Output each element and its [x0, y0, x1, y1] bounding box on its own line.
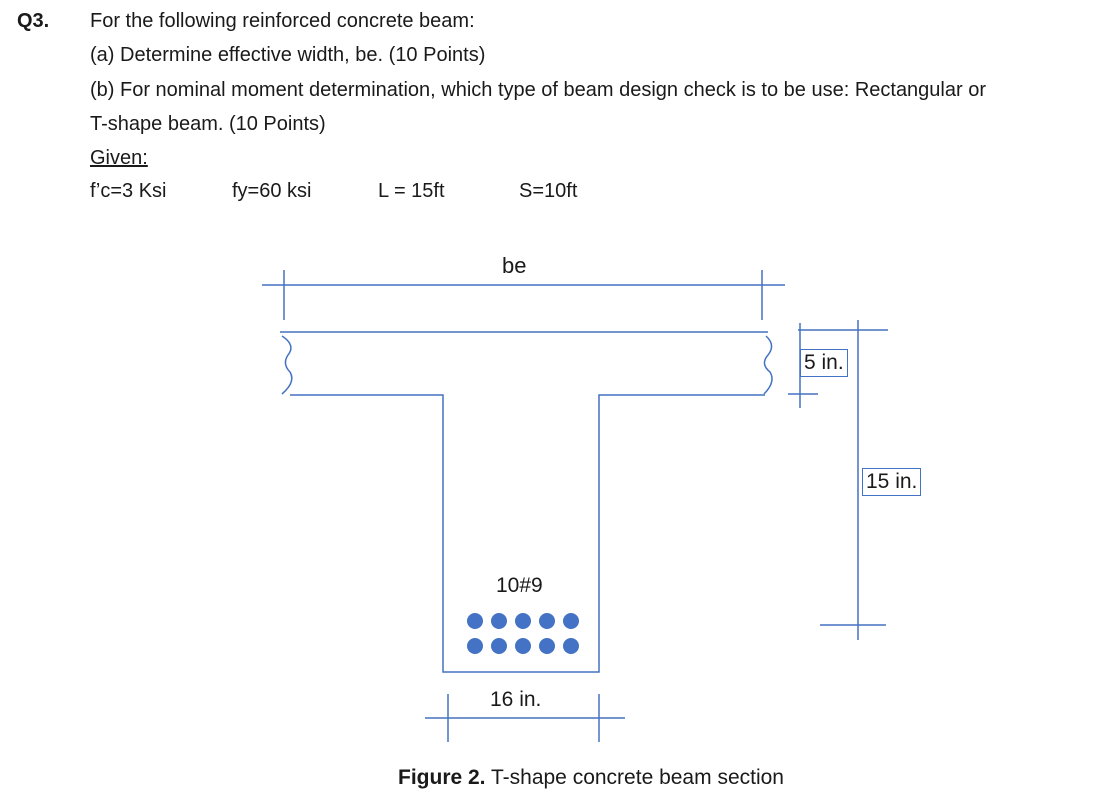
question-part-a: (a) Determine effective width, be. (10 P…: [90, 44, 486, 66]
rebar-group: [467, 613, 579, 654]
rebar-bar: [467, 613, 483, 629]
rebar-bar: [563, 613, 579, 629]
flange-depth-label: 5 in.: [800, 349, 848, 377]
be-label: be: [502, 253, 527, 278]
rebar-bar: [515, 638, 531, 654]
rebar-bar: [539, 638, 555, 654]
question-part-b-line2: T-shape beam. (10 Points): [90, 113, 326, 135]
rebar-bar: [467, 638, 483, 654]
question-number: Q3.: [17, 10, 50, 32]
given-length: L = 15ft: [378, 180, 445, 202]
web-width-label: 16 in.: [490, 688, 542, 711]
total-depth-label: 15 in.: [862, 468, 922, 496]
given-fy: fy=60 ksi: [232, 180, 312, 202]
rebar-bar: [491, 613, 507, 629]
figure-caption-text: T-shape concrete beam section: [485, 766, 784, 789]
question-part-b-line1: (b) For nominal moment determination, wh…: [90, 79, 986, 101]
web-outline: [290, 394, 765, 673]
figure-caption: Figure 2. T-shape concrete beam section: [398, 766, 784, 790]
break-mark-right: [763, 335, 773, 395]
figure-caption-label: Figure 2.: [398, 766, 486, 789]
rebar-bar: [491, 638, 507, 654]
rebar-bar: [563, 638, 579, 654]
question-intro: For the following reinforced concrete be…: [90, 10, 475, 32]
given-spacing: S=10ft: [519, 180, 578, 202]
given-fc: f’c=3 Ksi: [90, 180, 167, 202]
rebar-bar: [539, 613, 555, 629]
break-mark-left: [281, 335, 293, 395]
rebar-bar: [515, 613, 531, 629]
given-label: Given:: [90, 147, 148, 169]
rebar-label: 10#9: [496, 574, 543, 597]
